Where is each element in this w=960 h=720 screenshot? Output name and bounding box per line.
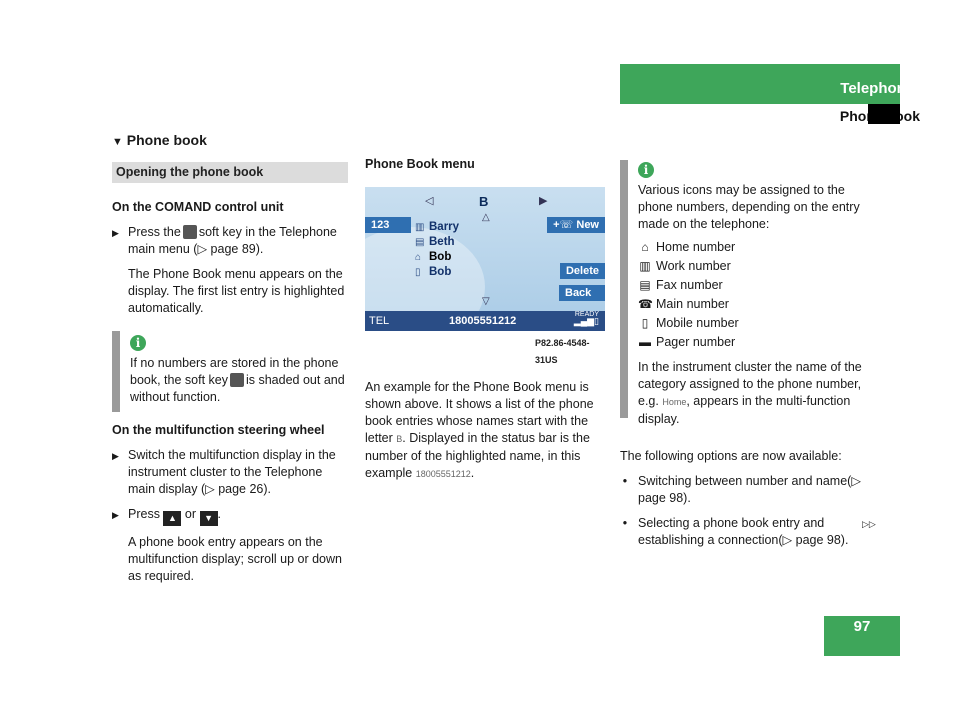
page-number: 97 [853,618,871,635]
add-contact-icon: +☏ [553,219,577,231]
work-icon: ▥ [639,259,651,273]
step-triangle-icon: ▶ [112,228,119,238]
bullet-icon: • [622,474,628,488]
options-intro: The following options are now available: [620,449,842,463]
menu-description: An example for the Phone Book menu is sh… [365,380,594,480]
comand-screen: ◁ B ▶ △ 123 +☏ New ▥Barry ▤Beth ⌂Bob ▯Bo… [365,187,605,331]
info-icon: i [130,335,146,351]
mobile-icon: ▯ [641,316,649,330]
note-bar [620,160,628,418]
status-ready: READY [574,311,599,318]
signal-icon: ▂▄▆▯ [573,316,599,326]
column-middle: Phone Book menu ◁ B ▶ △ 123 +☏ New ▥Barr… [365,156,605,483]
home-icon: ⌂ [641,240,649,254]
scroll-down-icon: ▽ [482,296,490,307]
btn-new[interactable]: +☏ New [547,217,605,233]
list-item[interactable]: ▤Beth [415,234,455,251]
arrow-down-key-icon: ▼ [199,511,218,526]
phone-book-key-icon [182,225,197,239]
work-icon: ▥ [415,222,425,233]
subheading-comand: On the COMAND control unit [112,200,284,214]
icon-intro: Various icons may be assigned to the pho… [638,183,860,231]
info-icon: i [638,162,654,178]
phone-book-key-icon [229,373,244,387]
chapter-title: Telephone* [840,80,920,97]
note-bar [112,331,120,412]
icon-legend: ⌂Home number ▥Work number ▤Fax number ☎M… [638,240,739,349]
step-switch-display: ▶ Switch the multifunction display in th… [112,448,336,496]
btn-back[interactable]: Back [559,285,605,301]
scroll-up-icon: △ [482,212,490,223]
list-item[interactable]: ▥Barry [415,219,459,236]
step-result: A phone book entry appears on the multif… [128,535,342,583]
step-press-arrows: ▶ Press ▲ or ▼. [112,506,348,526]
screen-letter: B [479,194,489,209]
column-left: Opening the phone book On the COMAND con… [112,162,348,585]
fax-icon: ▤ [639,278,651,292]
fax-icon: ▤ [415,237,425,248]
pager-icon: ▬ [639,335,651,349]
list-item[interactable]: ▯Bob [415,264,451,281]
continued-icon: ▷▷ [862,519,876,529]
section-bar: Opening the phone book [112,162,348,183]
arrow-up-key-icon: ▲ [163,511,182,526]
main-phone-icon: ☎ [638,297,653,311]
header-band [620,64,900,104]
status-bar: TEL 18005551212 READY ▂▄▆▯ [365,311,605,331]
btn-123[interactable]: 123 [365,217,411,233]
page-number-box [824,616,900,656]
mobile-icon: ▯ [415,267,421,278]
list-item-selected[interactable]: ⌂Bob [415,249,451,266]
home-icon: ⌂ [415,252,422,263]
icon-outro: In the instrument cluster the name of th… [638,360,862,426]
column-right: i Various icons may be assigned to the p… [620,160,870,549]
btn-delete[interactable]: Delete [559,263,605,279]
arrow-right-icon: ▶ [539,195,548,207]
arrow-left-icon: ◁ [425,195,434,207]
info-note: i Various icons may be assigned to the p… [620,160,870,434]
figure-caption: P82.86-4548-31US [535,338,590,365]
header-tab [868,104,900,124]
list-item: •Selecting a phone book entry and establ… [620,515,870,549]
info-note: i If no numbers are stored in the phone … [112,331,348,412]
bullet-icon: • [622,516,628,530]
status-label: TEL [369,315,390,327]
step-result: The Phone Book menu appears on the displ… [128,267,345,315]
status-number: 18005551212 [449,315,517,327]
step-triangle-icon: ▶ [112,451,119,461]
step-triangle-icon: ▶ [112,510,119,520]
list-item: •Switching between number and name(▷ pag… [620,473,870,507]
page-title: ▼ Phone book [112,132,207,148]
triangle-down-icon: ▼ [112,136,123,148]
subheading-phone-book-menu: Phone Book menu [365,157,475,171]
subheading-steering-wheel: On the multifunction steering wheel [112,423,325,437]
